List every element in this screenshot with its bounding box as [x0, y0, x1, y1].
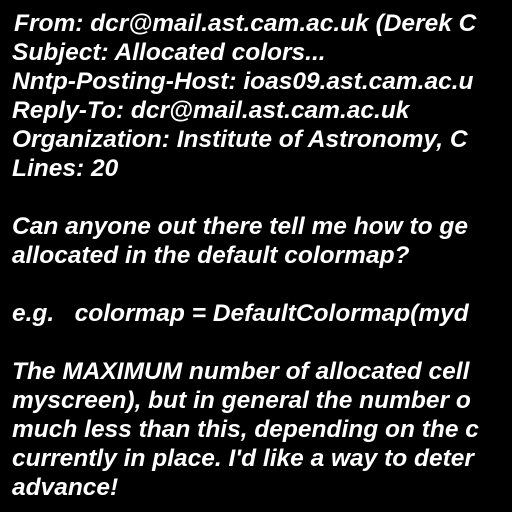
header-from: From: dcr@mail.ast.cam.ac.uk (Derek C: [14, 10, 477, 37]
header-posting-host: Nntp-Posting-Host: ioas09.ast.cam.ac.u: [12, 68, 474, 95]
body-paragraph-2-line-5: advance!: [12, 474, 119, 501]
header-reply-to: Reply-To: dcr@mail.ast.cam.ac.uk: [12, 97, 410, 124]
header-organization: Organization: Institute of Astronomy, C: [12, 126, 468, 153]
body-paragraph-2-line-4: currently in place. I'd like a way to de…: [12, 445, 474, 472]
header-lines: Lines: 20: [12, 155, 119, 182]
body-paragraph-1-line-2: allocated in the default colormap?: [12, 242, 410, 269]
body-paragraph-1-line-1: Can anyone out there tell me how to ge: [12, 213, 469, 240]
body-paragraph-2-line-3: much less than this, depending on the c: [12, 416, 479, 443]
header-subject: Subject: Allocated colors...: [12, 39, 326, 66]
body-example-line: e.g. colormap = DefaultColormap(myd: [12, 300, 469, 327]
body-paragraph-2-line-1: The MAXIMUM number of allocated cell: [12, 358, 470, 385]
body-paragraph-2-line-2: myscreen), but in general the number o: [12, 387, 471, 414]
